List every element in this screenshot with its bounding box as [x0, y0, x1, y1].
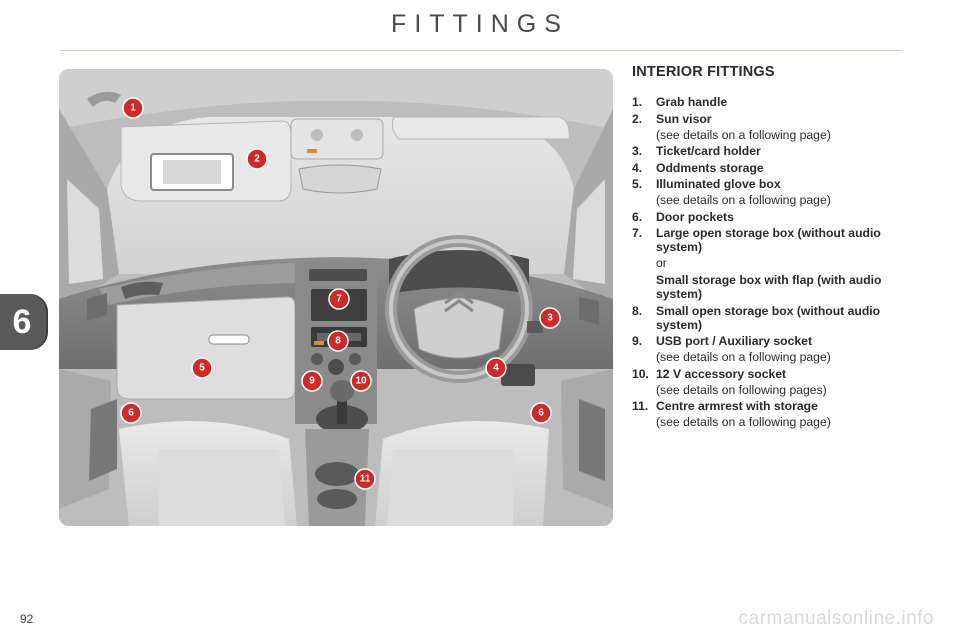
item-number: 4. — [632, 160, 643, 175]
callout-5[interactable]: 5 — [191, 357, 213, 379]
callout-9[interactable]: 9 — [301, 370, 323, 392]
interior-illustration: 1 2 3 4 5 6 6 — [59, 69, 613, 526]
list-item-11: 11. Centre armrest with storage (see det… — [632, 399, 912, 429]
item-note: (see details on a following page) — [656, 415, 831, 429]
list-item-5: 5. Illuminated glove box (see details on… — [632, 177, 912, 207]
list-item-1: 1. Grab handle — [632, 95, 912, 109]
svg-text:6: 6 — [128, 408, 134, 419]
svg-text:2: 2 — [254, 154, 260, 165]
callout-7[interactable]: 7 — [328, 288, 350, 310]
svg-text:4: 4 — [493, 363, 499, 374]
item-label: Sun visor — [656, 111, 712, 126]
item-label: Small open storage box (without audio sy… — [656, 303, 881, 332]
item-label: USB port / Auxiliary socket — [656, 334, 812, 348]
callout-2[interactable]: 2 — [246, 148, 268, 170]
item-label: Centre armrest with storage — [656, 399, 818, 413]
item-note: (see details on a following page) — [656, 350, 831, 364]
callout-1[interactable]: 1 — [122, 97, 144, 119]
item-number: 9. — [632, 334, 643, 348]
item-label: Oddments storage — [656, 160, 764, 175]
list-item-7: 7. Large open storage box (without audio… — [632, 226, 912, 301]
list-item-4: 4. Oddments storage — [632, 161, 912, 175]
item-number: 6. — [632, 209, 643, 224]
chapter-number: 6 — [12, 302, 32, 341]
callout-8[interactable]: 8 — [327, 330, 349, 352]
page-title: FITTINGS — [391, 10, 569, 38]
item-number: 10. — [632, 366, 649, 381]
list-item-2: 2. Sun visor (see details on a following… — [632, 112, 912, 142]
list-item-3: 3. Ticket/card holder — [632, 144, 912, 158]
item-number: 8. — [632, 303, 643, 318]
item-note: (see details on a following page) — [656, 193, 831, 207]
callout-10[interactable]: 10 — [350, 370, 372, 392]
item-label: Grab handle — [656, 95, 728, 109]
item-note: (see details on a following page) — [656, 127, 831, 142]
svg-text:11: 11 — [360, 474, 371, 485]
callout-3[interactable]: 3 — [539, 307, 561, 329]
svg-text:8: 8 — [335, 336, 341, 347]
item-label: Illuminated glove box — [656, 177, 781, 191]
svg-text:7: 7 — [336, 294, 342, 305]
item-label: Door pockets — [656, 209, 734, 224]
item-number: 7. — [632, 226, 643, 240]
item-number: 5. — [632, 177, 643, 191]
chapter-tab[interactable]: 6 — [0, 294, 48, 350]
callout-4[interactable]: 4 — [485, 357, 507, 379]
callout-markers: 1 2 3 4 5 6 6 — [120, 97, 561, 490]
item-label: Large open storage box (without audio sy… — [656, 226, 881, 254]
svg-text:10: 10 — [355, 376, 367, 387]
item-note: (see details on following pages) — [656, 382, 827, 397]
page-number: 92 — [20, 612, 34, 626]
svg-text:1: 1 — [130, 103, 136, 114]
car-interior-drawing: 1 2 3 4 5 6 6 — [59, 69, 613, 526]
list-item-9: 9. USB port / Auxiliary socket (see deta… — [632, 334, 912, 364]
callout-11[interactable]: 11 — [354, 468, 376, 490]
svg-text:9: 9 — [309, 376, 315, 387]
svg-text:6: 6 — [538, 408, 544, 419]
item-or: or — [656, 256, 667, 270]
item-label: 12 V accessory socket — [656, 366, 787, 381]
title-divider — [60, 50, 902, 51]
item-label: Ticket/card holder — [656, 144, 761, 158]
svg-text:3: 3 — [547, 313, 553, 324]
callout-6-right[interactable]: 6 — [530, 402, 552, 424]
item-number: 2. — [632, 111, 643, 126]
item-number: 11. — [632, 399, 649, 413]
interior-fittings-panel: INTERIOR FITTINGS 1. Grab handle 2. Sun … — [632, 64, 912, 432]
section-heading: INTERIOR FITTINGS — [632, 64, 775, 80]
list-item-6: 6. Door pockets — [632, 210, 912, 224]
list-item-10: 10. 12 V accessory socket (see details o… — [632, 367, 912, 397]
list-item-8: 8. Small open storage box (without audio… — [632, 304, 912, 332]
item-number: 1. — [632, 95, 643, 109]
svg-text:5: 5 — [199, 363, 205, 374]
item-number: 3. — [632, 144, 643, 158]
callout-6-left[interactable]: 6 — [120, 402, 142, 424]
item-label-alt: Small storage box with flap (with audio … — [656, 273, 882, 301]
site-watermark: carmanualsonline.info — [738, 608, 934, 629]
